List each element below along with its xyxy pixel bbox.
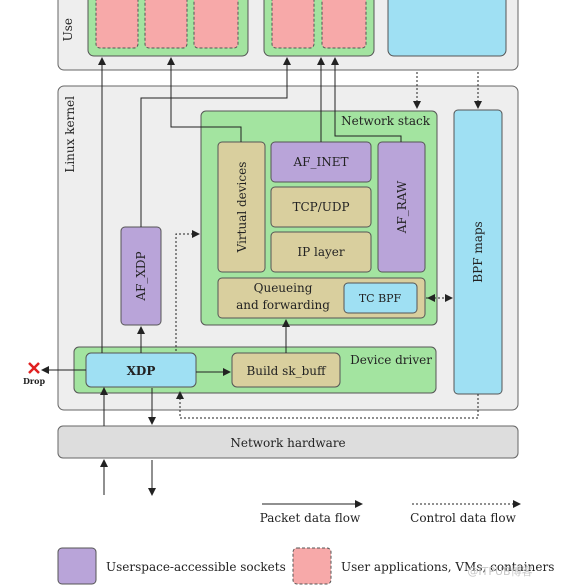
control-flow-arrows	[175, 72, 482, 419]
ctrl-maps-xdp	[176, 391, 479, 419]
user-app-box	[321, 0, 367, 49]
drop-x-icon	[28, 362, 40, 374]
legend-sockets-label: Userspace-accessible sockets	[106, 560, 286, 574]
virtual-devices-block: Virtual devices	[217, 141, 266, 273]
arrow-vdev-user	[167, 57, 242, 142]
userspace-label: Use	[61, 18, 75, 41]
arrow-afraw-user	[331, 57, 402, 142]
userspace-bpf-box	[387, 0, 507, 57]
build-skbuff-label: Build sk_buff	[246, 364, 327, 378]
bpf-maps-label: BPF maps	[471, 221, 485, 282]
legend-apps-label: User applications, VMs, containers	[341, 560, 554, 574]
xdp-block: XDP	[85, 352, 197, 388]
tc-bpf-block: TC BPF	[343, 282, 418, 314]
userspace-app-group-1	[87, 0, 249, 57]
legend-sockets-swatch	[57, 547, 97, 585]
ip-layer-label: IP layer	[297, 245, 345, 259]
linux-kernel-label: Linux kernel	[63, 96, 77, 173]
packet-flow-arrows	[41, 57, 402, 496]
arrow-afxdp-user	[140, 57, 291, 227]
user-app-box	[271, 0, 315, 49]
drop-label: Drop	[23, 376, 45, 386]
legend-control-label: Control data flow	[410, 511, 516, 525]
tcp-udp-block: TCP/UDP	[270, 186, 372, 228]
user-app-box	[95, 0, 139, 49]
af-xdp-label: AF_XDP	[134, 251, 148, 301]
network-hardware-bar: Network hardware	[57, 425, 519, 459]
userspace-app-group-2	[263, 0, 375, 57]
virtual-devices-label: Virtual devices	[235, 162, 249, 254]
legend-packet-label: Packet data flow	[260, 511, 361, 525]
af-raw-block: AF_RAW	[377, 141, 426, 273]
af-inet-label: AF_INET	[293, 155, 349, 169]
user-app-box	[144, 0, 188, 49]
bpf-maps-block: BPF maps	[453, 109, 503, 395]
build-skbuff-block: Build sk_buff	[231, 352, 341, 388]
af-raw-label: AF_RAW	[395, 180, 409, 234]
tcp-udp-label: TCP/UDP	[292, 200, 349, 214]
network-stack-label: Network stack	[341, 114, 431, 128]
xdp-label: XDP	[127, 364, 156, 378]
queueing-label-line1: Queueing	[254, 281, 313, 295]
tc-bpf-label: TC BPF	[359, 292, 402, 305]
watermark: @ITPUB博客	[467, 564, 532, 578]
device-driver-label: Device driver	[350, 353, 432, 367]
legend-apps-swatch	[292, 547, 332, 585]
queueing-label-line2: and forwarding	[236, 298, 330, 312]
network-hardware-label: Network hardware	[230, 436, 345, 450]
af-xdp-block: AF_XDP	[120, 226, 162, 326]
legend: Packet data flow Control data flow Users…	[57, 500, 554, 585]
ip-layer-block: IP layer	[270, 231, 372, 273]
drop-marker: Drop	[23, 362, 45, 386]
ctrl-xdp-netstack	[175, 230, 200, 351]
user-app-box	[193, 0, 239, 49]
af-inet-block: AF_INET	[270, 141, 372, 183]
